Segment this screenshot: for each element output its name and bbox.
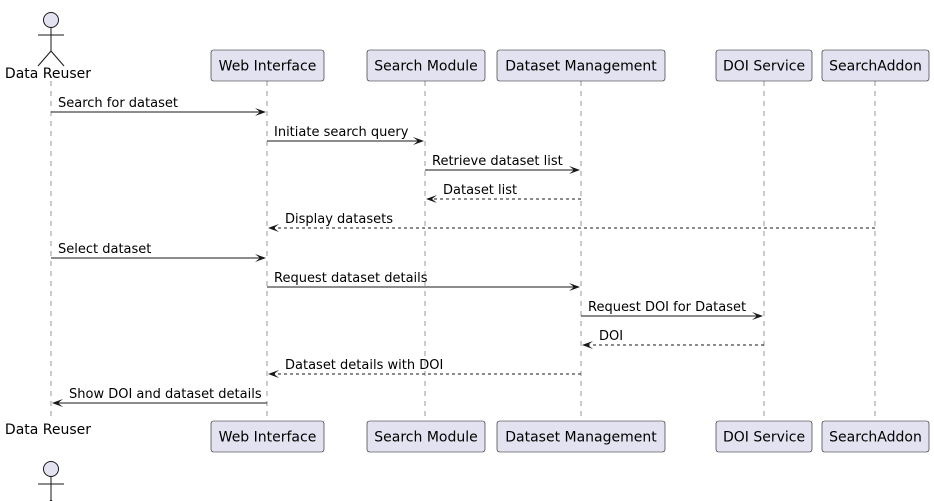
- dataset-management-box-bottom: [496, 420, 666, 453]
- message-select-dataset: Select dataset: [51, 242, 266, 262]
- message-doi-arrowhead: [582, 341, 593, 349]
- message-doi-label: DOI: [599, 329, 623, 344]
- message-show-doi-and-dataset-details: Show DOI and dataset details: [52, 387, 267, 407]
- message-request-doi-for-dataset: Request DOI for Dataset: [581, 300, 763, 320]
- dataset-management-label-top: Dataset Management: [505, 59, 657, 75]
- dataset-management-header-bottom: Dataset Management: [496, 420, 666, 453]
- data-reuser-label-bottom: Data Reuser: [5, 422, 91, 438]
- web-interface-label-top: Web Interface: [219, 59, 317, 75]
- doi-service-header-top: DOI Service: [715, 49, 813, 82]
- doi-service-box-bottom: [715, 420, 813, 453]
- lifelines: [50, 81, 876, 421]
- search-module-label-bottom: Search Module: [374, 430, 477, 446]
- search-module-header-top: Search Module: [366, 49, 486, 82]
- web-interface-box-top: [210, 49, 325, 82]
- search-module-label-top: Search Module: [374, 59, 477, 75]
- message-display-datasets-arrowhead: [268, 224, 279, 232]
- message-show-doi-and-dataset-details-label: Show DOI and dataset details: [69, 387, 262, 402]
- message-dataset-list-arrowhead: [426, 195, 437, 203]
- data-reuser-actor-icon-top: [37, 12, 65, 67]
- data-reuser-actor-icon-bottom: [38, 461, 64, 501]
- web-interface-header-bottom: Web Interface: [210, 420, 325, 453]
- searchaddon-header-bottom: SearchAddon: [821, 420, 930, 453]
- message-dataset-details-with-doi-arrowhead: [268, 370, 279, 378]
- doi-service-box-top: [715, 49, 813, 82]
- search-module-box-bottom: [366, 420, 486, 453]
- message-request-dataset-details-arrowhead: [569, 283, 580, 291]
- dataset-management-label-bottom: Dataset Management: [505, 430, 657, 446]
- dataset-management-box-top: [496, 49, 666, 82]
- doi-service-label-bottom: DOI Service: [723, 430, 805, 446]
- search-module-box-top: [366, 49, 486, 82]
- message-show-doi-and-dataset-details-arrowhead: [52, 399, 63, 407]
- message-initiate-search-query-arrowhead: [413, 137, 424, 145]
- message-dataset-details-with-doi-label: Dataset details with DOI: [285, 358, 443, 373]
- search-module-header-bottom: Search Module: [366, 420, 486, 453]
- message-search-for-dataset: Search for dataset: [51, 96, 266, 116]
- message-search-for-dataset-arrowhead: [255, 108, 266, 116]
- message-dataset-list-label: Dataset list: [443, 183, 517, 198]
- message-retrieve-dataset-list-arrowhead: [569, 166, 580, 174]
- participant-headers-top: Data Reuser Web Interface Search Module Dat…: [5, 12, 930, 82]
- searchaddon-box-top: [821, 49, 930, 82]
- message-display-datasets-label: Display datasets: [285, 212, 393, 227]
- message-dataset-details-with-doi: Dataset details with DOI: [268, 358, 581, 378]
- data-reuser-label-top: Data Reuser: [5, 66, 91, 82]
- message-initiate-search-query-label: Initiate search query: [274, 125, 409, 140]
- searchaddon-label-top: SearchAddon: [829, 59, 922, 75]
- message-request-doi-for-dataset-arrowhead: [752, 312, 763, 320]
- message-request-dataset-details-label: Request dataset details: [274, 271, 428, 286]
- doi-service-label-top: DOI Service: [723, 59, 805, 75]
- message-doi: DOI: [582, 329, 764, 349]
- doi-service-header-bottom: DOI Service: [715, 420, 813, 453]
- searchaddon-header-top: SearchAddon: [821, 49, 930, 82]
- message-retrieve-dataset-list-label: Retrieve dataset list: [432, 154, 563, 169]
- message-request-dataset-details: Request dataset details: [267, 271, 580, 291]
- message-display-datasets: Display datasets: [268, 212, 875, 232]
- message-request-doi-for-dataset-label: Request DOI for Dataset: [588, 300, 746, 315]
- searchaddon-box-bottom: [821, 420, 930, 453]
- message-select-dataset-arrowhead: [255, 254, 266, 262]
- message-initiate-search-query: Initiate search query: [267, 125, 424, 145]
- message-dataset-list: Dataset list: [426, 183, 581, 203]
- web-interface-box-bottom: [210, 420, 325, 453]
- message-select-dataset-label: Select dataset: [58, 242, 151, 257]
- web-interface-header-top: Web Interface: [210, 49, 325, 82]
- message-search-for-dataset-label: Search for dataset: [58, 96, 178, 111]
- message-retrieve-dataset-list: Retrieve dataset list: [425, 154, 580, 174]
- dataset-management-header-top: Dataset Management: [496, 49, 666, 82]
- web-interface-label-bottom: Web Interface: [219, 430, 317, 446]
- searchaddon-label-bottom: SearchAddon: [829, 430, 922, 446]
